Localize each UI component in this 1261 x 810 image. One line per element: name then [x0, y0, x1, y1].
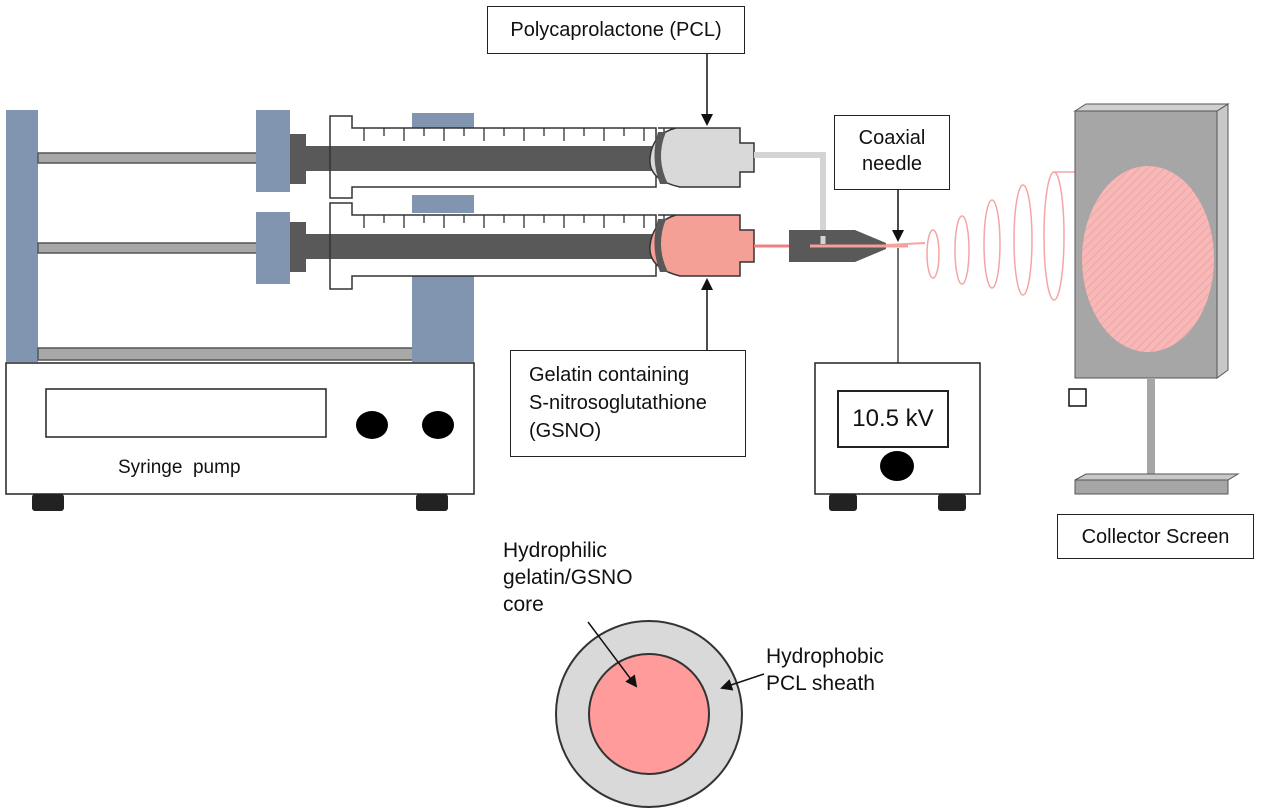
pump-frame-post-right: [412, 276, 474, 362]
voltage-value: 10.5 kV: [852, 405, 934, 432]
deposited-fiber-mat: [1082, 166, 1214, 352]
taylor-cone-jet: [885, 242, 926, 246]
gelatin-core: [588, 653, 710, 775]
syringe-clamp-top: [412, 113, 474, 128]
hv-foot-right: [938, 494, 966, 511]
syringe-pump: [5, 110, 475, 511]
pump-frame-post-left: [6, 110, 38, 362]
collector-base-front: [1074, 479, 1229, 495]
sheath-arrow: [720, 673, 765, 691]
syringe-gelatin: [290, 202, 755, 290]
core-label-line3: core: [503, 593, 544, 616]
small-square-marker: [1068, 388, 1087, 407]
pcl-label: Polycaprolactone (PCL): [510, 19, 722, 41]
pump-foot-left: [32, 494, 64, 511]
voltage-display: 10.5 kV: [837, 390, 949, 448]
core-label-line1: Hydrophilic: [503, 539, 607, 562]
pump-guide-rod-middle: [37, 242, 259, 254]
core-label: Hydrophilic gelatin/GSNO core: [503, 537, 633, 618]
plunger-rod-pcl: [306, 146, 658, 171]
pump-knob-left: [356, 411, 388, 439]
barrel-gelatin: [329, 202, 657, 290]
pcl-solution: [649, 127, 755, 188]
coaxial-needle: [789, 230, 908, 262]
pump-display: [45, 388, 327, 438]
pump-knob-right: [422, 411, 454, 439]
gelatin-label-line3: (GSNO): [529, 420, 602, 442]
plunger-head-pcl: [290, 134, 306, 184]
syringe-pcl: [290, 115, 755, 199]
collector-side: [1216, 103, 1229, 379]
fiber-spiral: [926, 171, 1100, 301]
plunger-rod-gelatin: [306, 234, 658, 259]
collector-top: [1073, 103, 1230, 112]
collector-base: [1074, 473, 1240, 481]
syringe-pump-label: Syringe pump: [118, 457, 241, 478]
gelatin-label-line2: S-nitrosoglutathione: [529, 392, 707, 414]
pump-guide-rod-lower: [37, 347, 415, 361]
coaxial-needle-label-line2: needle: [861, 153, 923, 175]
gelatin-label-box: Gelatin containing S-nitrosoglutathione …: [510, 350, 746, 457]
coaxial-needle-label-line1: Coaxial: [858, 127, 926, 149]
pump-guide-rod-upper: [37, 152, 259, 164]
pusher-block-upper: [256, 110, 290, 192]
barrel-pcl: [329, 115, 657, 199]
pump-foot-right: [416, 494, 448, 511]
pcl-tubing: [754, 152, 826, 240]
collector-label-box: Collector Screen: [1057, 514, 1254, 559]
coaxial-needle-label-box: Coaxial needle: [834, 115, 950, 190]
syringe-clamp-middle: [412, 195, 474, 213]
pusher-block-lower: [256, 212, 290, 284]
collector-label: Collector Screen: [1081, 526, 1230, 548]
plunger-tip-pcl: [654, 132, 668, 184]
plunger-head-gelatin: [290, 222, 306, 272]
pcl-label-box: Polycaprolactone (PCL): [487, 6, 745, 54]
fiber-cross-section: [555, 620, 765, 808]
core-label-line2: gelatin/GSNO: [503, 566, 633, 589]
sheath-label-line1: Hydrophobic: [766, 645, 884, 668]
sheath-label-line2: PCL sheath: [766, 672, 875, 695]
collector-stand-pole: [1147, 378, 1155, 478]
gelatin-label-line1: Gelatin containing: [529, 364, 690, 386]
collector-screen: [1068, 103, 1240, 495]
hv-foot-left: [829, 494, 857, 511]
hv-knob: [880, 451, 914, 481]
plunger-tip-gelatin: [654, 219, 668, 272]
core-arrow: [587, 621, 638, 688]
sheath-label: Hydrophobic PCL sheath: [766, 643, 884, 697]
